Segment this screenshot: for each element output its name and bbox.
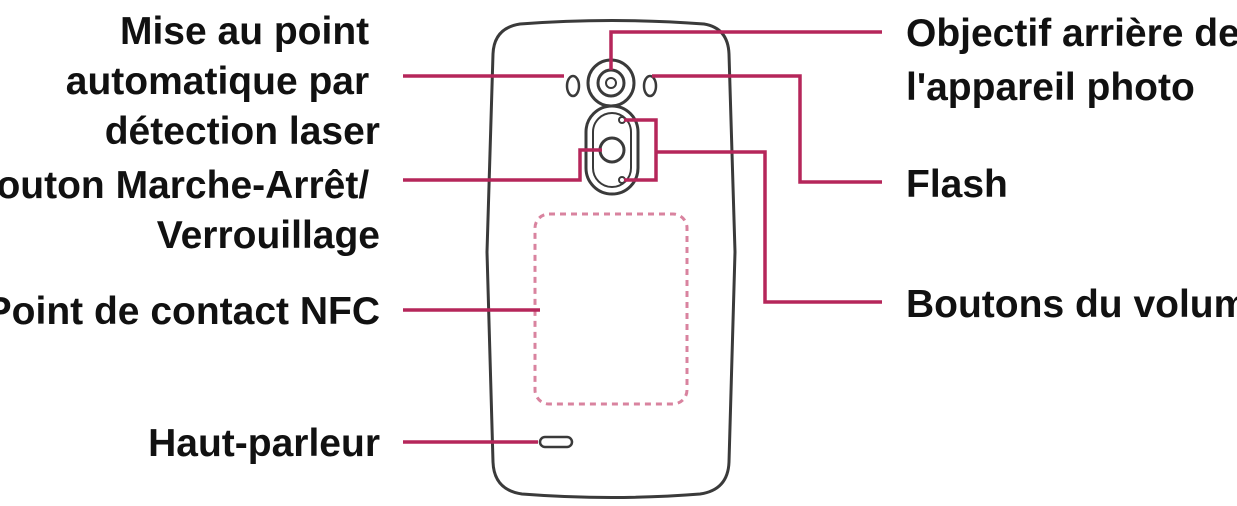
leader-volume: [656, 150, 882, 304]
leader-volume-bracket: [624, 118, 658, 182]
label-nfc: Point de contact NFC: [0, 290, 380, 333]
label-rear-camera-line2: l'appareil photo: [906, 66, 1195, 109]
label-rear-camera: Objectif arrière de l'appareil photo: [906, 12, 1237, 109]
label-laser-af-line2: automatique par: [66, 60, 369, 103]
rear-camera-lens: [596, 68, 626, 98]
label-flash: Flash: [906, 163, 1008, 206]
label-laser-af-line3: détection laser: [105, 110, 380, 153]
leader-power-lock: [403, 148, 602, 182]
phone-body-outline: [485, 19, 737, 499]
label-laser-af: Mise au point automatique par détection …: [66, 10, 380, 153]
power-button: [598, 136, 626, 164]
leader-rear-camera: [609, 30, 882, 70]
flash-led: [642, 74, 658, 98]
label-power-lock: Bouton Marche-Arrêt/ Verrouillage: [0, 164, 380, 257]
label-power-lock-line2: Verrouillage: [157, 214, 380, 257]
label-speaker: Haut-parleur: [148, 422, 380, 465]
rear-camera-lens-center: [605, 77, 617, 89]
leader-lines: [403, 30, 882, 444]
label-power-lock-line1: Bouton Marche-Arrêt/: [0, 164, 369, 207]
label-rear-camera-line1: Objectif arrière de: [906, 12, 1237, 55]
laser-af-sensor: [565, 74, 581, 98]
nfc-contact-area: [533, 212, 689, 406]
label-volume: Boutons du volume: [906, 283, 1237, 326]
speaker-grille: [538, 435, 574, 449]
leader-flash: [652, 74, 882, 184]
label-laser-af-line1: Mise au point: [120, 10, 369, 53]
